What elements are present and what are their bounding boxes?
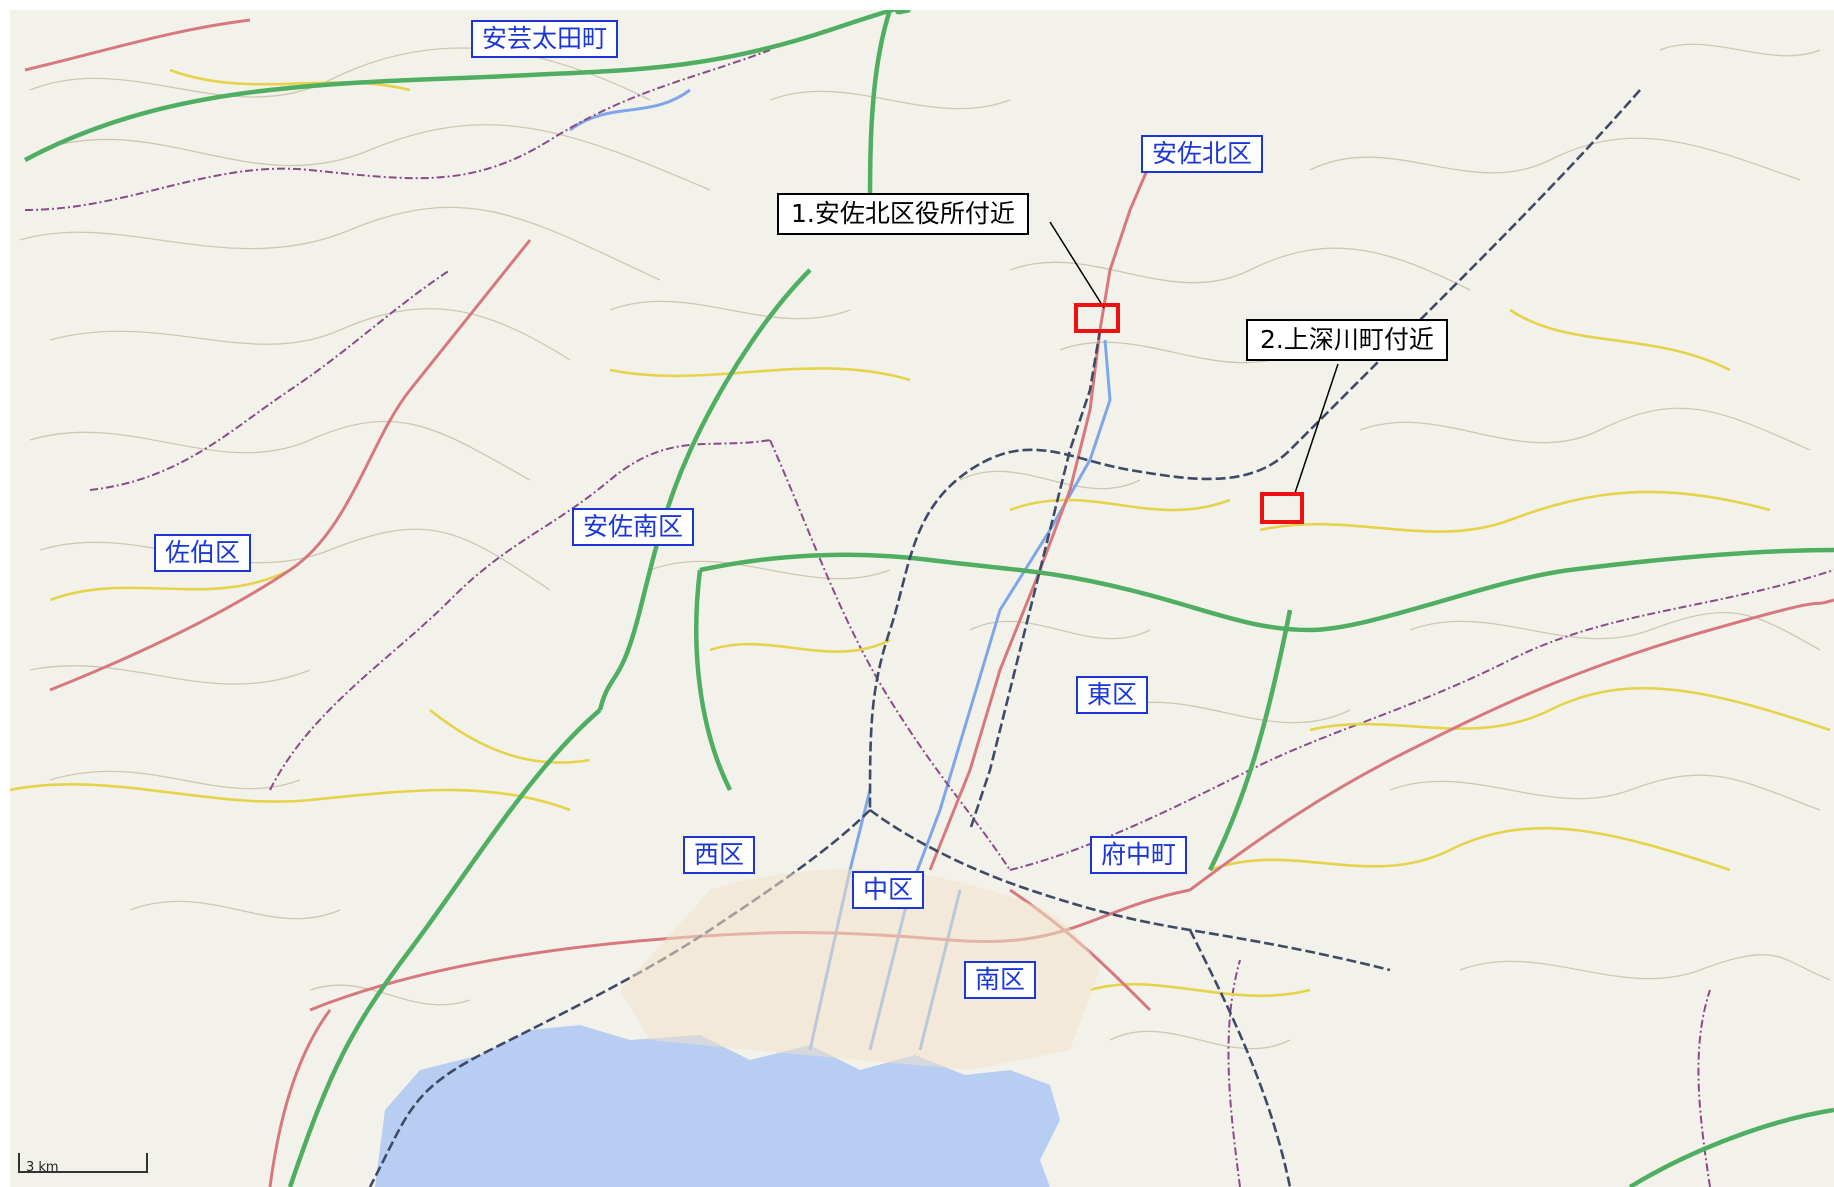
callout-leader-2 [1293,363,1339,497]
district-label-fuchu: 府中町 [1090,836,1188,874]
district-label-nishi: 西区 [683,836,756,874]
railways [368,89,1641,1187]
hiroshima-bay [375,1025,1060,1187]
district-label-asakita: 安佐北区 [1141,135,1264,173]
scale-label: 3 km [26,1160,59,1175]
district-label-akiota: 安芸太田町 [471,20,619,58]
topographic-map [10,10,1834,1187]
callout-asakita-ward-office: 1.安佐北区役所付近 [777,193,1029,235]
local-roads [10,68,1831,998]
urban-area [620,869,1100,1070]
district-label-asaminami: 安佐南区 [572,508,695,546]
district-label-saeki: 佐伯区 [154,534,252,572]
callout-kamifukawa: 2.上深川町付近 [1246,319,1448,361]
district-label-higashi: 東区 [1076,676,1149,714]
admin-boundaries [24,49,1834,1187]
expressways [23,10,1834,1187]
map-viewport[interactable]: 安芸太田町 安佐北区 佐伯区 安佐南区 東区 西区 中区 府中町 南区 1.安佐… [10,10,1834,1187]
callout-leader-1 [1049,221,1105,309]
location-marker-1[interactable] [1074,303,1120,333]
district-label-naka: 中区 [852,871,925,909]
district-label-minami: 南区 [964,961,1037,999]
scale-bar [18,1153,148,1173]
contour-lines [19,43,1831,1050]
location-marker-2[interactable] [1260,492,1304,524]
